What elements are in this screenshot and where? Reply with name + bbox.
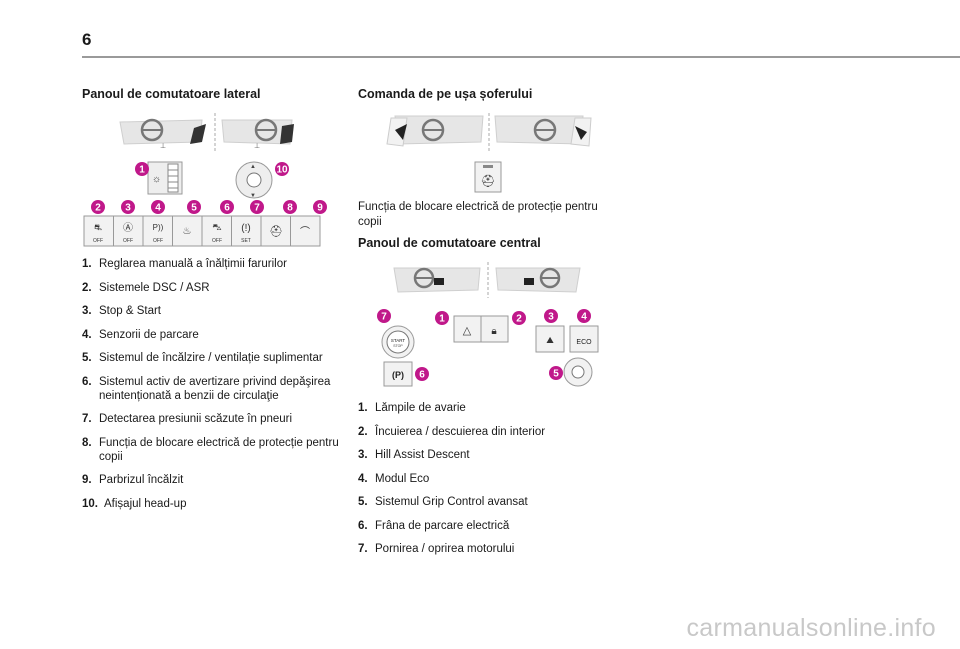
central-panel-illustration: START STOP (P) △ 🔒︎ ⛰ ECO 7 1 2 3 4 6 5 [377, 262, 599, 387]
lane-off-label: OFF [212, 238, 222, 244]
parking-label: (P) [392, 370, 404, 380]
central-badge-4: 4 [581, 312, 587, 323]
svg-text:▲: ▲ [250, 164, 256, 170]
badge-3: 3 [125, 203, 131, 214]
list-item: 7.Pornirea / oprirea motorului [358, 543, 515, 555]
hill-eco-switches: ⛰ ECO [535, 325, 599, 353]
svg-text:♨: ♨ [183, 226, 192, 237]
central-badge-7: 7 [381, 312, 387, 323]
svg-text:⛑: ⛑ [269, 225, 283, 238]
list-item: 3.Stop & Start [82, 305, 162, 317]
driver-door-heading: Comanda de pe ușa șoferului [358, 87, 533, 101]
header-rule [82, 56, 960, 58]
head-up-display-dial: ▲ ▼ [235, 161, 273, 199]
list-item: 6.Sistemul activ de avertizare privind d… [82, 375, 331, 402]
list-item: 10.Afișajul head-up [82, 497, 187, 510]
list-item: 4.Modul Eco [358, 472, 430, 485]
badge-2: 2 [95, 203, 101, 214]
list-item: 1.Lămpile de avarie [358, 402, 466, 414]
central-badge-1: 1 [439, 314, 445, 325]
list-item: 4.Senzorii de parcare [82, 328, 199, 341]
grip-control-dial [563, 357, 593, 387]
list-item: 6.Frâna de parcare electrică [358, 519, 510, 532]
start-stop-button: START STOP [381, 325, 415, 359]
left-hand-dashboard: ⊥ [119, 118, 206, 150]
side-button-row: ⛐ OFF Ⓐ OFF P)) OFF ♨ ⛍ OFF (!) SET ⛑ ⌒ [83, 215, 321, 247]
door-control-description: Funcția de blocare electrică de protecți… [358, 201, 598, 228]
svg-text:⛐: ⛐ [94, 222, 102, 232]
side-panel-list: 1.Reglarea manuală a înălțimii farurilor… [82, 257, 354, 520]
central-badge-5: 5 [553, 369, 559, 380]
right-hand-dashboard: ⊥ [221, 118, 294, 150]
badge-8: 8 [287, 203, 293, 214]
badge-1: 1 [139, 165, 145, 176]
svg-text:P)): P)) [153, 223, 164, 232]
list-item: 2.Încuierea / descuierea din interior [358, 425, 546, 438]
start-label: START [391, 338, 406, 343]
svg-text:⛰: ⛰ [546, 335, 554, 345]
stop-label: STOP [393, 344, 403, 348]
central-panel-heading: Panoul de comutatoare central [358, 236, 541, 250]
list-item: 5.Sistemul Grip Control avansat [358, 496, 528, 508]
eco-label: ECO [576, 339, 592, 346]
badge-9: 9 [317, 203, 323, 214]
list-item: 9.Parbrizul încălzit [82, 474, 184, 486]
list-item: 5.Sistemul de încălzire / ventilație sup… [82, 352, 323, 364]
list-item: 7.Detectarea presiunii scăzute în pneuri [82, 413, 293, 425]
svg-text:⌒: ⌒ [300, 226, 310, 238]
svg-text:△: △ [463, 325, 472, 337]
svg-text:⊥: ⊥ [254, 143, 260, 150]
svg-text:⛍: ⛍ [212, 222, 221, 232]
badge-10: 10 [276, 165, 288, 176]
central-badge-3: 3 [548, 312, 554, 323]
park-sensor-off-label: OFF [153, 238, 163, 244]
central-panel-list: 1.Lămpile de avarie 2.Încuierea / descui… [358, 401, 638, 566]
list-item: 2.Sistemele DSC / ASR [82, 281, 210, 294]
watermark[interactable]: carmanualsonline.info [686, 614, 936, 642]
hazard-lock-switches: △ 🔒︎ [453, 315, 509, 343]
dsc-off-label: OFF [93, 238, 103, 244]
central-badge-2: 2 [516, 314, 522, 325]
badge-5: 5 [191, 203, 197, 214]
page-number: 6 [82, 30, 92, 49]
svg-text:⊥: ⊥ [160, 143, 166, 150]
badge-4: 4 [155, 203, 161, 214]
svg-text:▼: ▼ [250, 193, 256, 199]
stop-start-off-label: OFF [123, 238, 133, 244]
driver-door-illustration: ⛑ [386, 113, 592, 193]
svg-text:☼: ☼ [152, 174, 161, 185]
parking-brake-switch: (P) [383, 361, 413, 387]
side-panel-heading: Panoul de comutatoare lateral [82, 87, 261, 101]
svg-text:(!): (!) [241, 223, 250, 234]
badge-7: 7 [254, 203, 260, 214]
side-panel-illustration: ⊥ ⊥ ☼ ▲ ▼ 1 10 ⛐ OFF Ⓐ [83, 113, 327, 247]
list-item: 1.Reglarea manuală a înălțimii farurilor [82, 258, 287, 270]
list-item: 8.Funcția de blocare electrică de protec… [82, 436, 339, 463]
tyre-set-label: SET [241, 238, 251, 244]
svg-text:🔒︎: 🔒︎ [491, 326, 496, 337]
list-item: 3.Hill Assist Descent [358, 449, 470, 461]
badge-6: 6 [224, 203, 230, 214]
central-badge-6: 6 [419, 370, 425, 381]
headlamp-adjust-switch: ☼ [147, 161, 183, 195]
svg-text:Ⓐ: Ⓐ [123, 222, 133, 234]
svg-text:⛑: ⛑ [480, 174, 495, 188]
